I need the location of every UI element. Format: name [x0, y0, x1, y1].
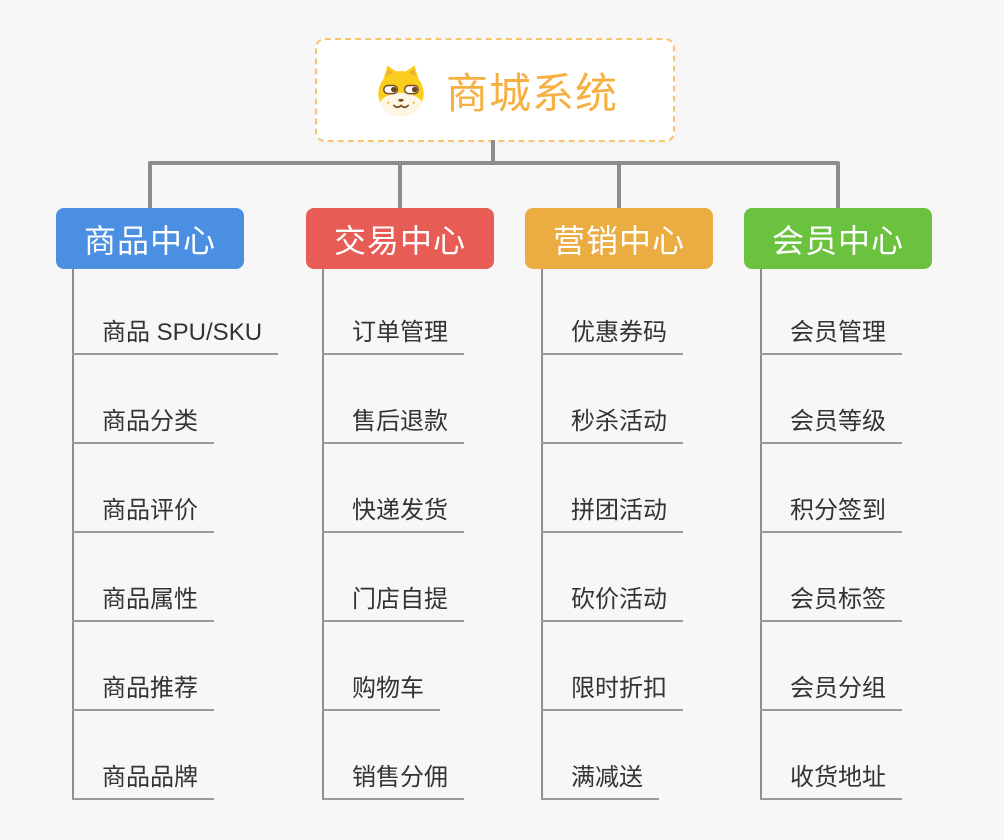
root-title: 商城系统 [445, 69, 618, 117]
branch-node-trade-center[interactable]: 交易中心 [306, 208, 494, 269]
connector-branch-trunk [760, 269, 762, 800]
leaf-node[interactable]: 积分签到 [760, 495, 902, 533]
leaf-node[interactable]: 会员标签 [760, 584, 902, 622]
leaf-node[interactable]: 商品属性 [72, 584, 214, 622]
leaf-node[interactable]: 满减送 [541, 762, 659, 800]
connector-branch-trunk [541, 269, 543, 800]
leaf-node[interactable]: 砍价活动 [541, 584, 683, 622]
leaf-node[interactable]: 秒杀活动 [541, 406, 683, 444]
branch-node-product-center[interactable]: 商品中心 [56, 208, 244, 269]
leaf-node[interactable]: 收货地址 [760, 762, 902, 800]
connector-bus [148, 161, 840, 165]
leaf-node[interactable]: 快递发货 [322, 495, 464, 533]
leaf-node[interactable]: 商品分类 [72, 406, 214, 444]
leaf-node[interactable]: 商品推荐 [72, 673, 214, 711]
dog-face-icon [372, 61, 430, 119]
branch-node-marketing-center[interactable]: 营销中心 [525, 208, 713, 269]
connector-root-trunk [491, 140, 495, 163]
leaf-node[interactable]: 限时折扣 [541, 673, 683, 711]
connector-drop [148, 163, 152, 210]
leaf-node[interactable]: 销售分佣 [322, 762, 464, 800]
leaf-node[interactable]: 会员等级 [760, 406, 902, 444]
connector-drop [836, 163, 840, 210]
leaf-node[interactable]: 售后退款 [322, 406, 464, 444]
leaf-node[interactable]: 会员分组 [760, 673, 902, 711]
leaf-node[interactable]: 拼团活动 [541, 495, 683, 533]
leaf-node[interactable]: 门店自提 [322, 584, 464, 622]
connector-branch-trunk [72, 269, 74, 800]
leaf-node[interactable]: 商品评价 [72, 495, 214, 533]
leaf-node[interactable]: 购物车 [322, 673, 440, 711]
branch-node-member-center[interactable]: 会员中心 [744, 208, 932, 269]
leaf-node[interactable]: 商品 SPU/SKU [72, 317, 279, 355]
leaf-node[interactable]: 订单管理 [322, 317, 464, 355]
leaf-node[interactable]: 商品品牌 [72, 762, 214, 800]
connector-drop [617, 163, 621, 210]
root-node[interactable]: 商城系统 [315, 38, 675, 142]
connector-drop [398, 163, 402, 210]
leaf-node[interactable]: 优惠券码 [541, 317, 683, 355]
leaf-node[interactable]: 会员管理 [760, 317, 902, 355]
connector-branch-trunk [322, 269, 324, 800]
